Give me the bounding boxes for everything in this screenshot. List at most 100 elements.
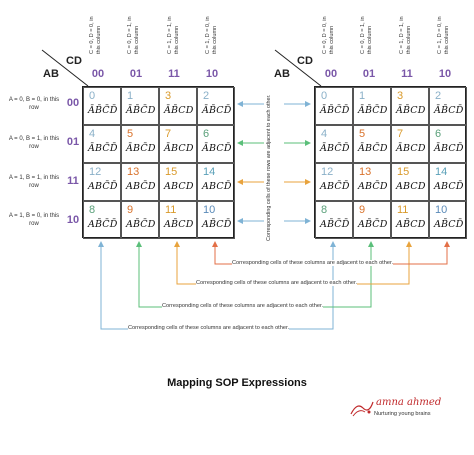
minterm-expression: ĀB̄C̄D̄: [88, 105, 118, 116]
minterm-number: 7: [165, 128, 172, 140]
minterm-number: 10: [435, 204, 448, 216]
left-row-desc-2: A = 1, B = 1, in this row: [8, 175, 60, 189]
right-col-header-00: 00: [324, 68, 338, 80]
right-col-header-01: 01: [362, 68, 376, 80]
minterm-expression: ĀBC̄D: [126, 143, 156, 154]
minterm-number: 9: [127, 204, 134, 216]
minterm-number: 2: [203, 90, 210, 102]
minterm-number: 6: [203, 128, 210, 140]
minterm-expression: AB̄C̄D: [358, 219, 388, 230]
left-col-header-01: 01: [129, 68, 143, 80]
left-row-desc-1: A = 0, B = 1, in this row: [8, 136, 60, 150]
minterm-expression: AB̄CD: [164, 219, 194, 230]
cols-adjacent-note-2: Corresponding cells of these columns are…: [196, 280, 358, 286]
right-corner-ab-label: AB: [274, 68, 290, 80]
minterm-number: 3: [165, 90, 172, 102]
minterm-expression: ABC̄D̄: [88, 181, 118, 192]
minterm-number: 15: [397, 166, 410, 178]
minterm-number: 9: [359, 204, 366, 216]
minterm-number: 13: [127, 166, 140, 178]
logo-tagline: Nurturing young brains: [374, 411, 431, 417]
minterm-expression: ĀB̄C̄D̄: [320, 105, 350, 116]
minterm-expression: ABCD̄: [434, 181, 464, 192]
minterm-number: 5: [127, 128, 134, 140]
minterm-expression: AB̄C̄D̄: [88, 219, 118, 230]
left-corner-ab-label: AB: [43, 68, 59, 80]
minterm-number: 12: [321, 166, 334, 178]
left-corner-cd-label: CD: [66, 55, 82, 67]
minterm-number: 7: [397, 128, 404, 140]
minterm-expression: ABC̄D: [126, 181, 156, 192]
right-corner-cd-label: CD: [297, 55, 313, 67]
minterm-expression: ĀBCD̄: [434, 143, 464, 154]
minterm-number: 4: [321, 128, 328, 140]
minterm-expression: AB̄C̄D: [126, 219, 156, 230]
minterm-expression: ĀB̄CD̄: [202, 105, 232, 116]
minterm-number: 14: [435, 166, 448, 178]
minterm-number: 0: [89, 90, 96, 102]
minterm-number: 1: [359, 90, 366, 102]
cols-adjacent-note-3: Corresponding cells of these columns are…: [162, 303, 324, 309]
minterm-expression: AB̄C̄D̄: [320, 219, 350, 230]
left-col-header-10: 10: [205, 68, 219, 80]
minterm-number: 0: [321, 90, 328, 102]
rows-adjacent-note: Corresponding cells of these rows are ad…: [266, 93, 273, 242]
left-corner-diagonal: [41, 49, 89, 87]
left-row-header-11: 11: [67, 175, 79, 187]
minterm-expression: ĀB̄CD: [396, 105, 426, 116]
minterm-number: 12: [89, 166, 102, 178]
minterm-number: 6: [435, 128, 442, 140]
minterm-number: 2: [435, 90, 442, 102]
minterm-number: 14: [203, 166, 216, 178]
left-row-desc-0: A = 0, B = 0, in this row: [8, 97, 60, 111]
minterm-number: 5: [359, 128, 366, 140]
minterm-number: 11: [165, 204, 177, 216]
right-col-header-11: 11: [401, 68, 413, 80]
minterm-expression: ĀB̄C̄D: [126, 105, 156, 116]
minterm-expression: ĀB̄CD̄: [434, 105, 464, 116]
minterm-number: 1: [127, 90, 134, 102]
minterm-expression: ĀBCD̄: [202, 143, 232, 154]
minterm-expression: AB̄CD: [396, 219, 426, 230]
minterm-expression: ĀB̄CD: [164, 105, 194, 116]
logo-name: amna ahmed: [376, 397, 442, 408]
minterm-number: 13: [359, 166, 372, 178]
minterm-expression: ABCD̄: [202, 181, 232, 192]
minterm-expression: ĀBC̄D: [358, 143, 388, 154]
minterm-number: 3: [397, 90, 404, 102]
left-col-header-11: 11: [168, 68, 180, 80]
minterm-number: 8: [321, 204, 328, 216]
minterm-expression: ĀBCD: [396, 143, 426, 154]
page-title: Mapping SOP Expressions: [167, 377, 307, 389]
left-row-desc-3: A = 1, B = 0, in this row: [8, 213, 60, 227]
minterm-expression: AB̄CD̄: [202, 219, 232, 230]
